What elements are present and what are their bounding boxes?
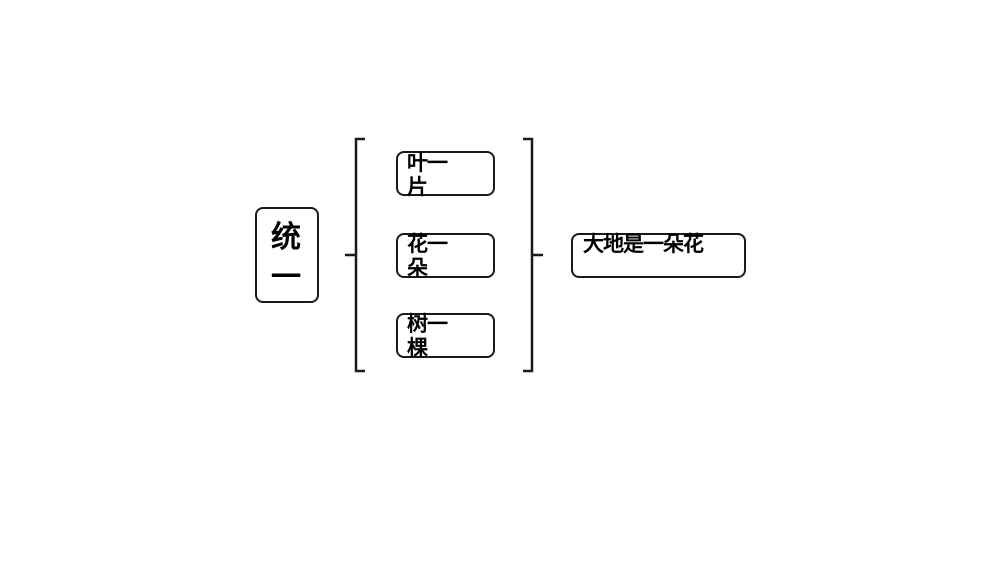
root-box bbox=[255, 207, 319, 303]
item-box-3 bbox=[396, 313, 495, 358]
result-label: 大地是一朵花 bbox=[583, 232, 704, 256]
item-label-3: 树一棵 bbox=[407, 312, 448, 360]
item-label-2: 花一朵 bbox=[407, 232, 448, 280]
right-bracket bbox=[523, 137, 534, 373]
item-box-1 bbox=[396, 151, 495, 196]
item-label-1: 叶一片 bbox=[407, 151, 448, 199]
left-bracket bbox=[354, 137, 365, 373]
result-box bbox=[571, 233, 746, 278]
item-box-2 bbox=[396, 233, 495, 278]
root-label: 统一 bbox=[271, 220, 301, 295]
